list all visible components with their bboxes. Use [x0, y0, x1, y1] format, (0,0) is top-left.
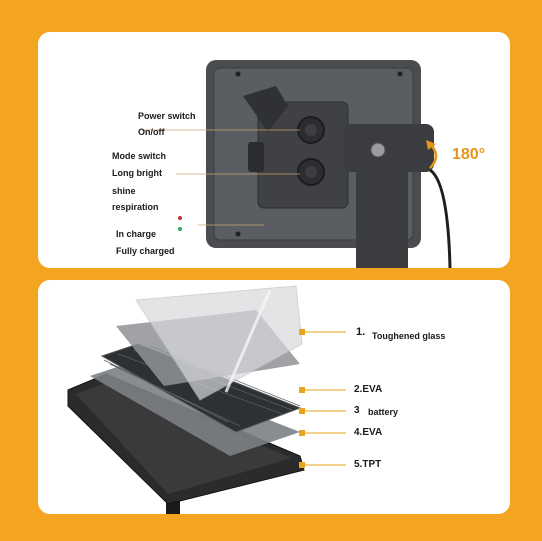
- product-back-panel: Power switch On/off Mode switch Long bri…: [38, 32, 510, 268]
- rotation-degree-label: 180°: [452, 146, 486, 163]
- in-charge-indicator-dot: [178, 216, 182, 220]
- lamp-back-illustration: [141, 60, 452, 268]
- layer1-label: Toughened glass: [372, 331, 446, 341]
- cable: [429, 168, 452, 268]
- respiration-label: respiration: [112, 202, 159, 212]
- eva-bottom-layer: [90, 364, 300, 456]
- callout-marker: [299, 387, 305, 393]
- panel-layers-diagram: 1. Toughened glass 2.EVA 3 battery 4.EVA…: [38, 280, 510, 514]
- mount-bolt-icon: [370, 142, 386, 158]
- in-charge-label: In charge: [116, 229, 157, 239]
- layer3-number: 3: [354, 405, 360, 416]
- screw-icon: [235, 71, 241, 77]
- mode-switch-cap: [305, 166, 317, 178]
- callout-marker: [299, 430, 305, 436]
- layer5-label: 5.TPT: [354, 459, 382, 470]
- mode-switch-label: Mode switch: [112, 151, 167, 161]
- callout-marker: [299, 462, 305, 468]
- bracket-clip: [243, 86, 288, 132]
- usb-port: [248, 142, 264, 172]
- layer4-label: 4.EVA: [354, 427, 383, 438]
- callout-marker: [299, 329, 305, 335]
- glass-reflection: [224, 289, 272, 393]
- layer2-label: 2.EVA: [354, 384, 383, 395]
- layer3-label: battery: [368, 407, 399, 417]
- long-bright-label: Long bright: [112, 168, 162, 178]
- on-off-label: On/off: [138, 127, 165, 137]
- fully-charged-indicator-dot: [178, 227, 182, 231]
- screw-icon: [397, 71, 403, 77]
- power-switch-label: Power switch: [138, 111, 196, 121]
- mount-pole: [356, 152, 408, 268]
- tpt-inner-face: [76, 382, 292, 494]
- fully-charged-label: Fully charged: [116, 246, 175, 256]
- rotation-arrow-head: [426, 140, 436, 150]
- power-switch-cap: [305, 124, 317, 136]
- layer1-number: 1.: [356, 326, 366, 338]
- screw-icon: [235, 231, 241, 237]
- shine-label: shine: [112, 186, 136, 196]
- layers-illustration: [67, 285, 346, 514]
- callout-marker: [299, 408, 305, 414]
